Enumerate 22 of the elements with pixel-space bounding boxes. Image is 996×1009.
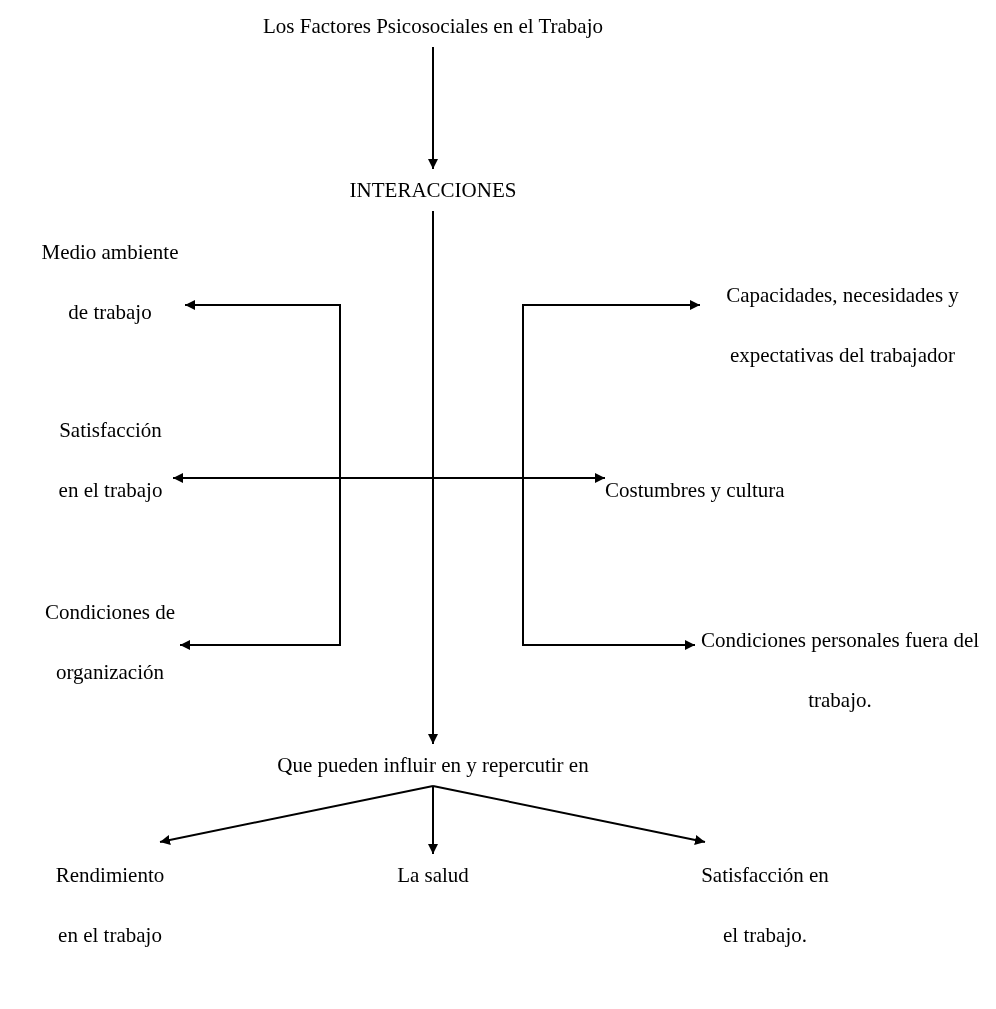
arrow — [432, 785, 706, 845]
arrow — [159, 785, 434, 845]
node-text: Condiciones de organización — [43, 599, 177, 686]
arrow — [179, 477, 341, 650]
node-text: INTERACCIONES — [348, 177, 518, 204]
node-text: Condiciones personales fuera del trabajo. — [699, 627, 981, 714]
node-text: Satisfacción en el trabajo. — [700, 862, 830, 949]
node-text: Medio ambiente de trabajo — [40, 239, 180, 326]
node-text: Los Factores Psicosociales en el Trabajo — [262, 13, 604, 40]
arrow — [428, 785, 438, 855]
node-text: Costumbres y cultura — [605, 477, 786, 504]
node-text: Rendimiento en el trabajo — [54, 862, 166, 949]
node-text: Que pueden influir en y repercutir en — [276, 752, 590, 779]
arrow — [428, 46, 438, 170]
node-text: Satisfacción en el trabajo — [57, 417, 164, 504]
arrow — [428, 210, 438, 745]
arrow — [522, 477, 696, 650]
node-text: La salud — [396, 862, 470, 889]
node-text: Capacidades, necesidades y expectativas del trabajador — [725, 282, 960, 369]
arrow — [522, 300, 701, 479]
arrow — [184, 300, 341, 479]
arrow — [172, 473, 606, 483]
